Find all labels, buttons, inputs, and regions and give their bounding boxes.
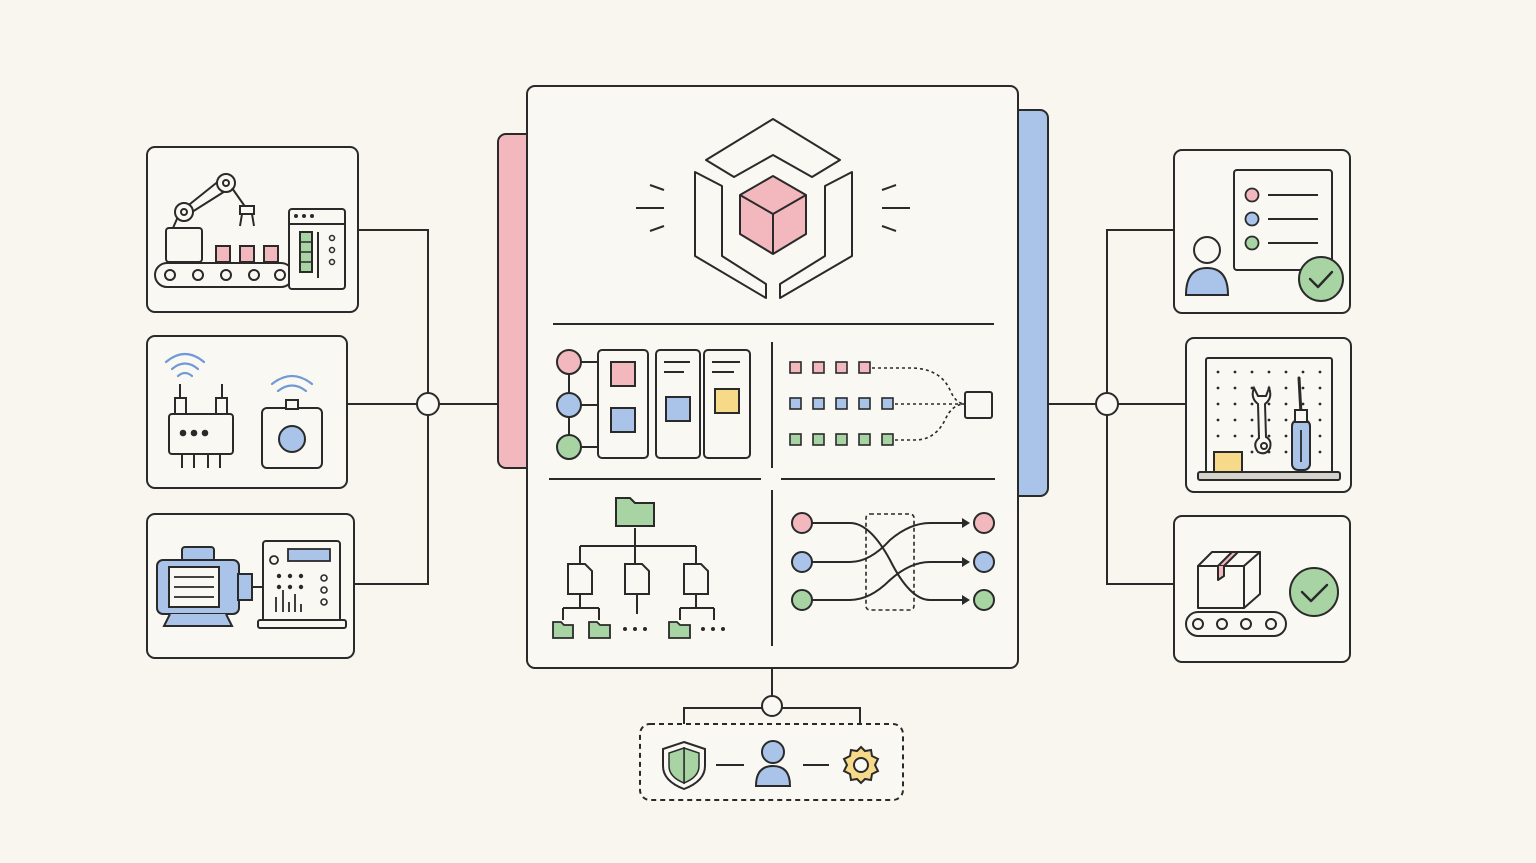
check-badge-icon bbox=[1289, 567, 1339, 617]
peg-hole bbox=[1267, 434, 1271, 438]
gear-icon bbox=[843, 746, 879, 784]
peg-hole bbox=[1284, 450, 1288, 454]
electric-motor-icon bbox=[156, 546, 262, 627]
pegboard-holes bbox=[1216, 370, 1322, 454]
panel-user-checklist-approved bbox=[1173, 149, 1351, 314]
conveyor-belt-icon bbox=[1185, 611, 1287, 637]
control-panel-icon bbox=[257, 540, 347, 629]
peg-hole bbox=[1267, 370, 1271, 374]
peg-hole bbox=[1284, 370, 1288, 374]
peg-hole bbox=[1318, 370, 1322, 374]
peg-hole bbox=[1250, 402, 1254, 406]
peg-hole bbox=[1233, 370, 1237, 374]
peg-hole bbox=[1216, 418, 1220, 422]
folder-hierarchy-tree bbox=[552, 497, 725, 639]
peg-hole bbox=[1216, 370, 1220, 374]
panel-motor-and-controller bbox=[146, 513, 355, 659]
peg-hole bbox=[1318, 386, 1322, 390]
panel-tools-pegboard bbox=[1185, 337, 1352, 493]
peg-hole bbox=[1233, 402, 1237, 406]
peg-hole bbox=[1267, 418, 1271, 422]
peg-hole bbox=[1318, 418, 1322, 422]
peg-hole bbox=[1250, 450, 1254, 454]
folder-icon bbox=[615, 497, 655, 527]
shield-icon bbox=[662, 740, 706, 791]
data-queues-merge bbox=[789, 361, 993, 446]
wireless-sensor-icon bbox=[261, 399, 323, 469]
peg-hole bbox=[1216, 434, 1220, 438]
peg-hole bbox=[1250, 370, 1254, 374]
document-icon bbox=[567, 563, 709, 595]
left-junction-node bbox=[416, 392, 440, 416]
peg-hole bbox=[1318, 402, 1322, 406]
conveyor-belt-icon bbox=[154, 245, 294, 288]
peg-hole bbox=[1284, 386, 1288, 390]
peg-hole bbox=[1216, 386, 1220, 390]
peg-hole bbox=[1250, 418, 1254, 422]
checklist-icon bbox=[1233, 169, 1333, 271]
wifi-icon bbox=[164, 352, 314, 393]
robot-arm-icon bbox=[165, 173, 255, 263]
kanban-data-cards bbox=[556, 349, 751, 460]
peg-hole bbox=[1301, 370, 1305, 374]
bottom-junction-node bbox=[761, 695, 783, 717]
section-dividers bbox=[549, 323, 995, 646]
peg-hole bbox=[1284, 402, 1288, 406]
cube-core-icon bbox=[636, 118, 910, 299]
peg-hole bbox=[1301, 402, 1305, 406]
right-junction-node bbox=[1095, 392, 1119, 416]
peg-hole bbox=[1284, 434, 1288, 438]
check-badge-icon bbox=[1298, 256, 1344, 302]
governance-bar bbox=[639, 723, 904, 801]
screwdriver-icon bbox=[1291, 376, 1311, 471]
stream-routing bbox=[791, 512, 995, 611]
peg-hole bbox=[1233, 386, 1237, 390]
peg-hole bbox=[1284, 418, 1288, 422]
central-platform-panel bbox=[497, 85, 1049, 669]
peg-hole bbox=[1301, 386, 1305, 390]
control-cabinet-icon bbox=[288, 208, 346, 290]
peg-hole bbox=[1233, 418, 1237, 422]
peg-hole bbox=[1267, 402, 1271, 406]
user-icon bbox=[1184, 236, 1230, 296]
peg-hole bbox=[1216, 402, 1220, 406]
peg-hole bbox=[1233, 434, 1237, 438]
tool-box-icon bbox=[1213, 451, 1243, 473]
panel-robotic-assembly-line bbox=[146, 146, 359, 313]
panel-wireless-sensors bbox=[146, 335, 348, 489]
peg-hole bbox=[1318, 434, 1322, 438]
wireless-gateway-icon bbox=[168, 384, 234, 468]
panel-package-delivery-confirmed bbox=[1173, 515, 1351, 663]
pegboard-shelf bbox=[1197, 471, 1341, 481]
peg-hole bbox=[1318, 450, 1322, 454]
wrench-icon bbox=[1251, 385, 1272, 455]
package-icon bbox=[1197, 551, 1261, 609]
peg-hole bbox=[1250, 434, 1254, 438]
user-icon bbox=[754, 740, 792, 787]
